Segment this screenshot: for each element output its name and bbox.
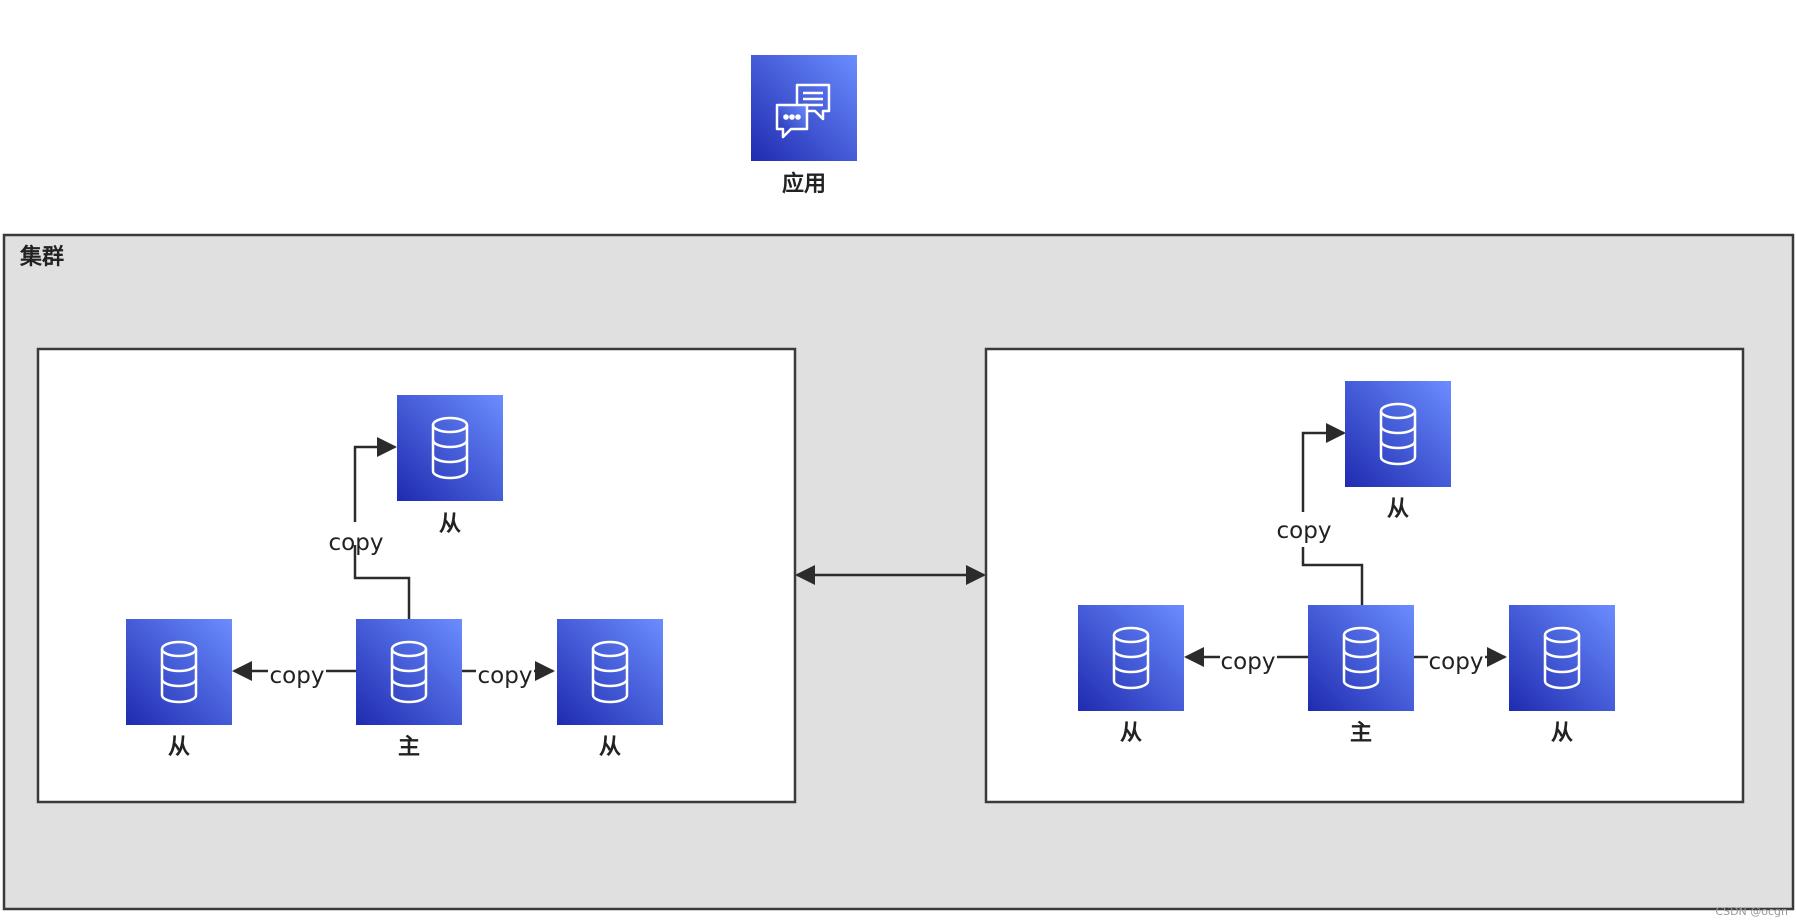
group-1-master: 主 (356, 619, 462, 760)
group-1-edge-label-top: copy (329, 530, 384, 556)
node-label: 从 (1120, 721, 1142, 746)
group-1-edge-label-right: copy (478, 663, 533, 689)
node-label: 主 (1350, 721, 1372, 746)
node-label: 从 (1551, 721, 1573, 746)
group-1-edge-to-top-lower (353, 545, 411, 619)
group-2-slave-left: 从 (1078, 605, 1184, 746)
group-1-slave-left: 从 (126, 619, 232, 760)
node-label: 从 (1387, 497, 1409, 522)
node-label: 从 (439, 512, 461, 537)
node-label: 从 (168, 735, 190, 760)
group-1-edge-label-left: copy (270, 663, 325, 689)
group-2-edge-to-top-upper (1301, 423, 1346, 512)
app-label: 应用 (782, 171, 826, 197)
group-2-edge-label-right: copy (1429, 649, 1484, 675)
group-1-slave-right: 从 (557, 619, 663, 760)
node-label: 从 (599, 735, 621, 760)
cluster-title: 集群 (19, 244, 64, 270)
group-2-slave-top: 从 (1345, 381, 1451, 522)
watermark: CSDN @ocgn (1715, 905, 1788, 918)
group-2-slave-right: 从 (1509, 605, 1615, 746)
group-2-edge-label-top: copy (1277, 518, 1332, 544)
app-node: 应用 (751, 55, 857, 197)
replication-group-2: copy copy copy 从 从 主 从 (984, 347, 1745, 804)
group-2-master: 主 (1308, 605, 1414, 746)
group-2-edge-to-top-lower (1301, 547, 1364, 605)
node-label: 主 (398, 735, 420, 760)
replication-group-1: copy copy copy 从 从 主 从 (36, 347, 797, 804)
group-2-edge-label-left: copy (1221, 649, 1276, 675)
group-1-slave-top: 从 (397, 395, 503, 537)
group-1-edge-to-top-upper (353, 437, 397, 522)
